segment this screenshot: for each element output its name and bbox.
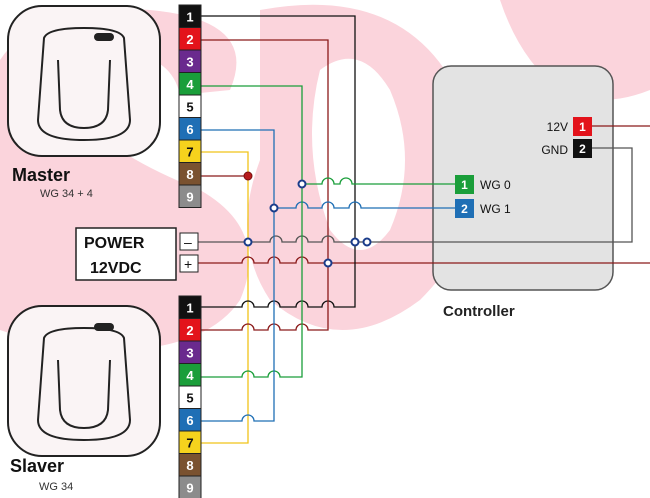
wire-master-6-blue [201,129,275,208]
junction-minus-controller [362,237,372,247]
terminal-gnd-num: 2 [579,142,586,156]
master-pin-5-label: 5 [186,99,193,114]
power-minus-label: – [184,234,192,250]
terminal-wg1-num: 2 [461,202,468,216]
master-subtitle: WG 34 + 4 [40,188,93,200]
watermark-shape-right [500,0,650,100]
terminal-12v-label: 12V [547,120,568,134]
terminal-wg0-label: WG 0 [480,178,511,192]
slaver-pin-9-label: 9 [186,480,193,495]
wire-slaver-4-green [201,184,303,378]
watermark-shape-mid [247,4,479,331]
junction-wg0 [297,179,307,189]
terminal-wg1-label: WG 1 [480,202,511,216]
master-title: Master [12,165,70,185]
wire-slaver-6-blue [201,208,275,422]
master-pin-9-label: 9 [186,189,193,204]
wire-power-minus [198,147,633,243]
master-pin-1-label: 1 [186,9,193,24]
wire-slaver-1-black [201,243,356,308]
power-plus-terminal [179,254,199,273]
master-pin-4-label: 4 [186,77,194,92]
controller-title: Controller [443,303,515,320]
slaver-title: Slaver [10,456,64,476]
wire-slaver-2-red [201,263,329,331]
master-pin-3-label: 3 [186,54,193,69]
power-plus-label: + [184,256,192,272]
slaver-pin-4-label: 4 [186,368,194,383]
junction-minus-black [350,237,360,247]
controller-terminal-12v: 12V 1 [547,117,592,136]
slaver-pin-5-label: 5 [186,390,193,405]
slaver-pin-9-box [178,475,202,498]
master-reader-icon [7,5,161,157]
junction-dots [243,179,372,268]
master-pin-strip: 1 2 3 4 5 6 7 8 9 [178,4,202,208]
junction-wg1 [269,203,279,213]
slaver-pin-6-label: 6 [186,413,193,428]
junction-master-brown [243,171,253,181]
terminal-12v-num: 1 [579,120,586,134]
wire-master-2-red [201,39,329,263]
controller-terminal-wg0: 1 WG 0 [455,175,511,194]
power-box [75,227,177,281]
wire-master-1-black [201,15,356,243]
slaver-reader-icon [7,305,161,457]
terminal-gnd-label: GND [541,143,568,157]
wire-wg0 [302,177,455,185]
junction-plus-red [323,258,333,268]
slaver-subtitle: WG 34 [39,481,73,493]
power-line1: POWER [84,235,145,252]
slaver-pin-strip: 1 2 3 4 5 6 7 8 9 [178,295,202,498]
power-minus-terminal [179,232,199,251]
power-line2: 12VDC [90,260,142,277]
controller-terminal-wg1: 2 WG 1 [455,199,511,218]
slaver-pin-2-label: 2 [186,323,193,338]
controller-box [432,65,614,291]
terminal-wg0-num: 1 [461,178,468,192]
slaver-pin-1-label: 1 [186,300,193,315]
master-pin-9-box [178,184,202,208]
slaver-pin-8-label: 8 [186,458,193,473]
wire-master-4-green [201,85,303,184]
master-pin-7-label: 7 [186,144,193,159]
wire-master-7-yellow [201,151,249,444]
wires [198,15,650,444]
slaver-pin-3-label: 3 [186,345,193,360]
slaver-pin-7-label: 7 [186,435,193,450]
master-pin-2-label: 2 [186,32,193,47]
controller-terminal-gnd: GND 2 [541,139,592,158]
master-pin-8-label: 8 [186,167,193,182]
master-pin-6-label: 6 [186,122,193,137]
junction-minus-yellow [243,237,253,247]
